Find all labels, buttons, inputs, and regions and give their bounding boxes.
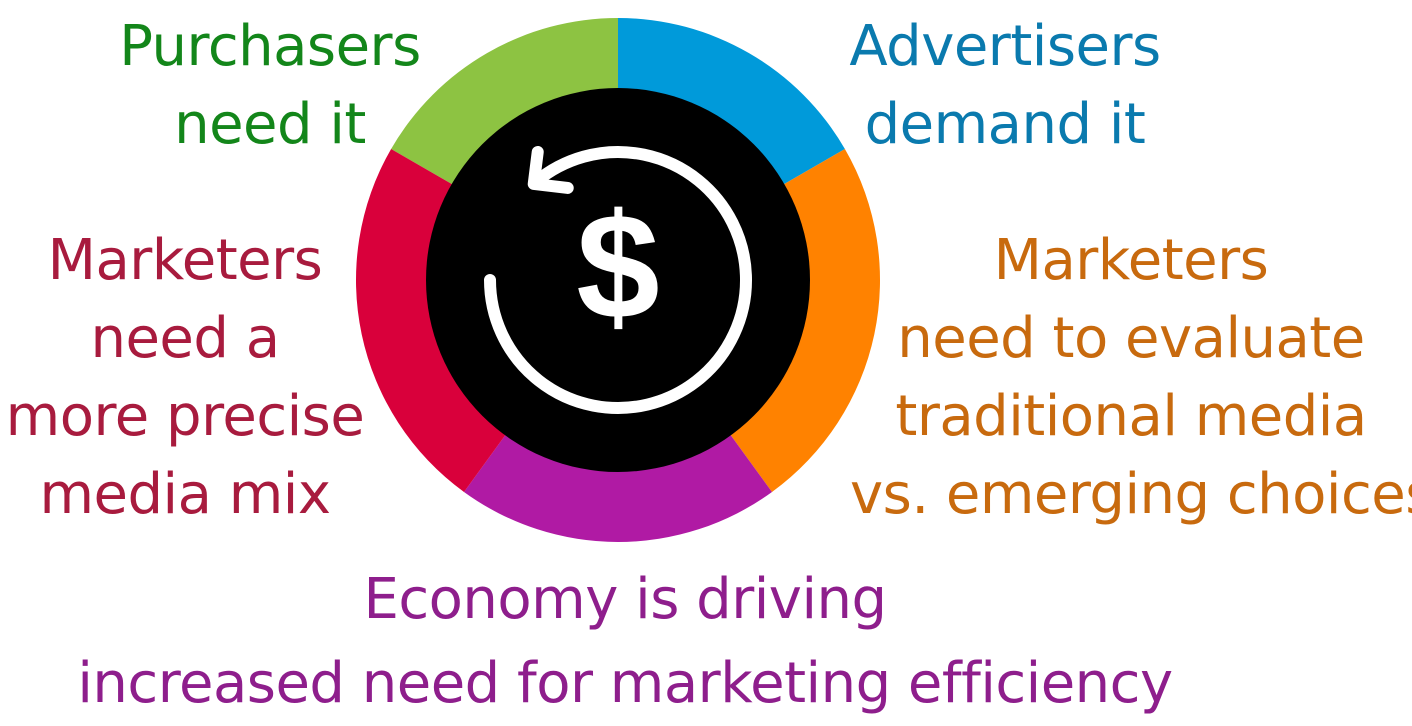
center-disc: [426, 88, 810, 472]
label-line: need to evaluate: [897, 306, 1365, 371]
label-line: Economy is driving: [363, 567, 887, 632]
label-line: traditional media: [895, 384, 1367, 449]
label-marketers-right: Marketers need to evaluate traditional m…: [850, 222, 1412, 534]
cycle-diagram: $: [356, 18, 881, 542]
label-line: Marketers: [47, 228, 323, 293]
label-line: more precise: [5, 384, 365, 449]
label-line: demand it: [864, 92, 1146, 157]
label-purchasers: Purchasers need it: [110, 8, 430, 164]
label-marketers-left: Marketers need a more precise media mix: [0, 222, 370, 534]
label-economy: Economy is driving increased need for ma…: [60, 558, 1190, 726]
label-line: need a: [90, 306, 280, 371]
label-line: increased need for marketing efficiency: [77, 651, 1173, 716]
label-line: Advertisers: [849, 14, 1161, 79]
refresh-arc-icon: [484, 146, 752, 414]
refresh-dollar-icon: $: [484, 145, 752, 414]
segment-purchasers: [391, 18, 618, 185]
label-line: Purchasers: [119, 14, 421, 79]
label-line: Marketers: [993, 228, 1269, 293]
label-advertisers: Advertisers demand it: [840, 8, 1170, 164]
arrowhead-icon: [527, 145, 574, 194]
segment-advertisers: [618, 18, 845, 185]
label-line: media mix: [39, 462, 331, 527]
dollar-sign-icon: $: [576, 182, 659, 350]
label-line: vs. emerging choices: [850, 462, 1412, 527]
segment-economy: [464, 433, 772, 542]
label-line: need it: [174, 92, 366, 157]
